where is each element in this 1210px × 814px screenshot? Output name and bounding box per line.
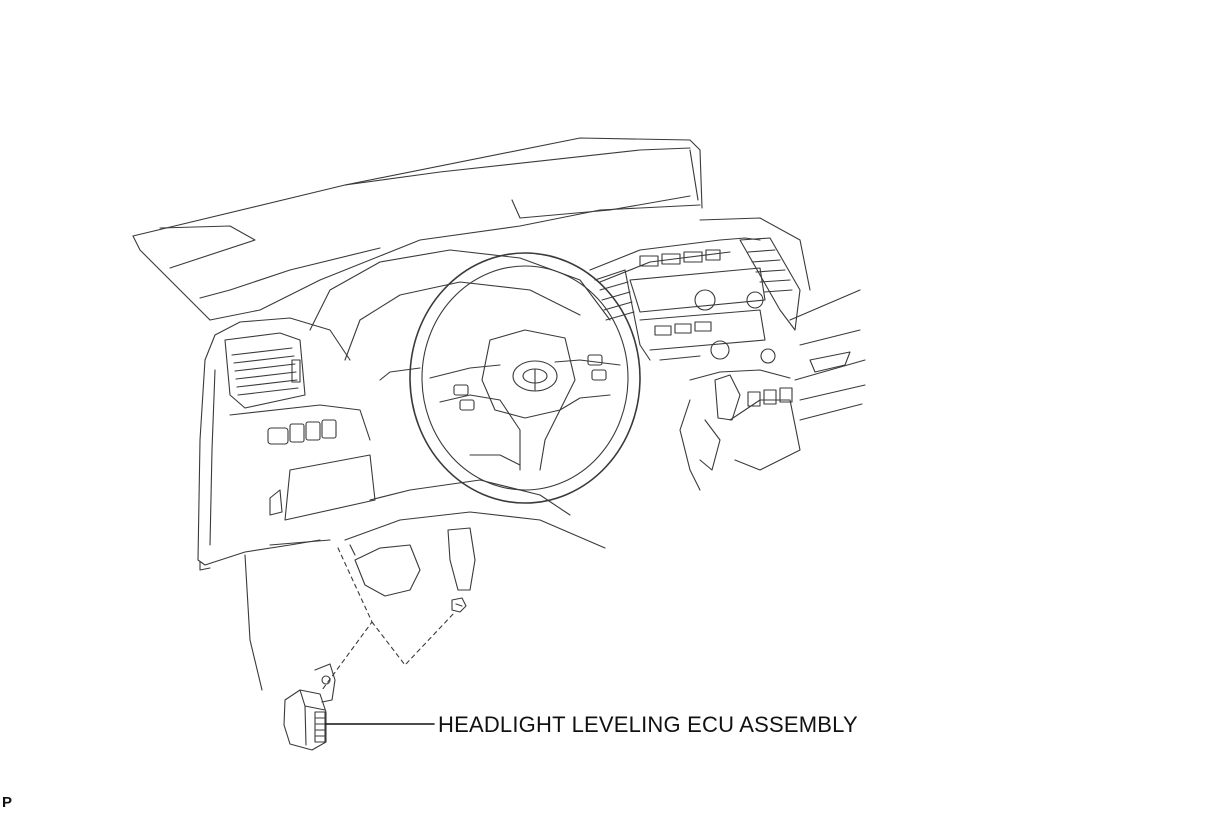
ecu-callout-label: HEADLIGHT LEVELING ECU ASSEMBLY <box>438 712 858 737</box>
center-console <box>589 217 866 491</box>
lower-dash <box>344 479 606 597</box>
steering-wheel <box>409 252 641 504</box>
installation-guide-lines <box>321 547 456 691</box>
headlight-leveling-ecu-icon <box>283 663 336 751</box>
shift-knob-icon <box>714 374 741 421</box>
right-door-trim <box>789 289 866 421</box>
bolt-icon <box>451 597 467 613</box>
instrument-cluster <box>309 249 611 381</box>
dashboard-top <box>132 137 703 321</box>
pedal-icon <box>354 544 421 597</box>
toyota-emblem-icon <box>512 360 558 392</box>
corner-mark: P <box>2 794 13 811</box>
left-dash-panel <box>197 317 376 691</box>
